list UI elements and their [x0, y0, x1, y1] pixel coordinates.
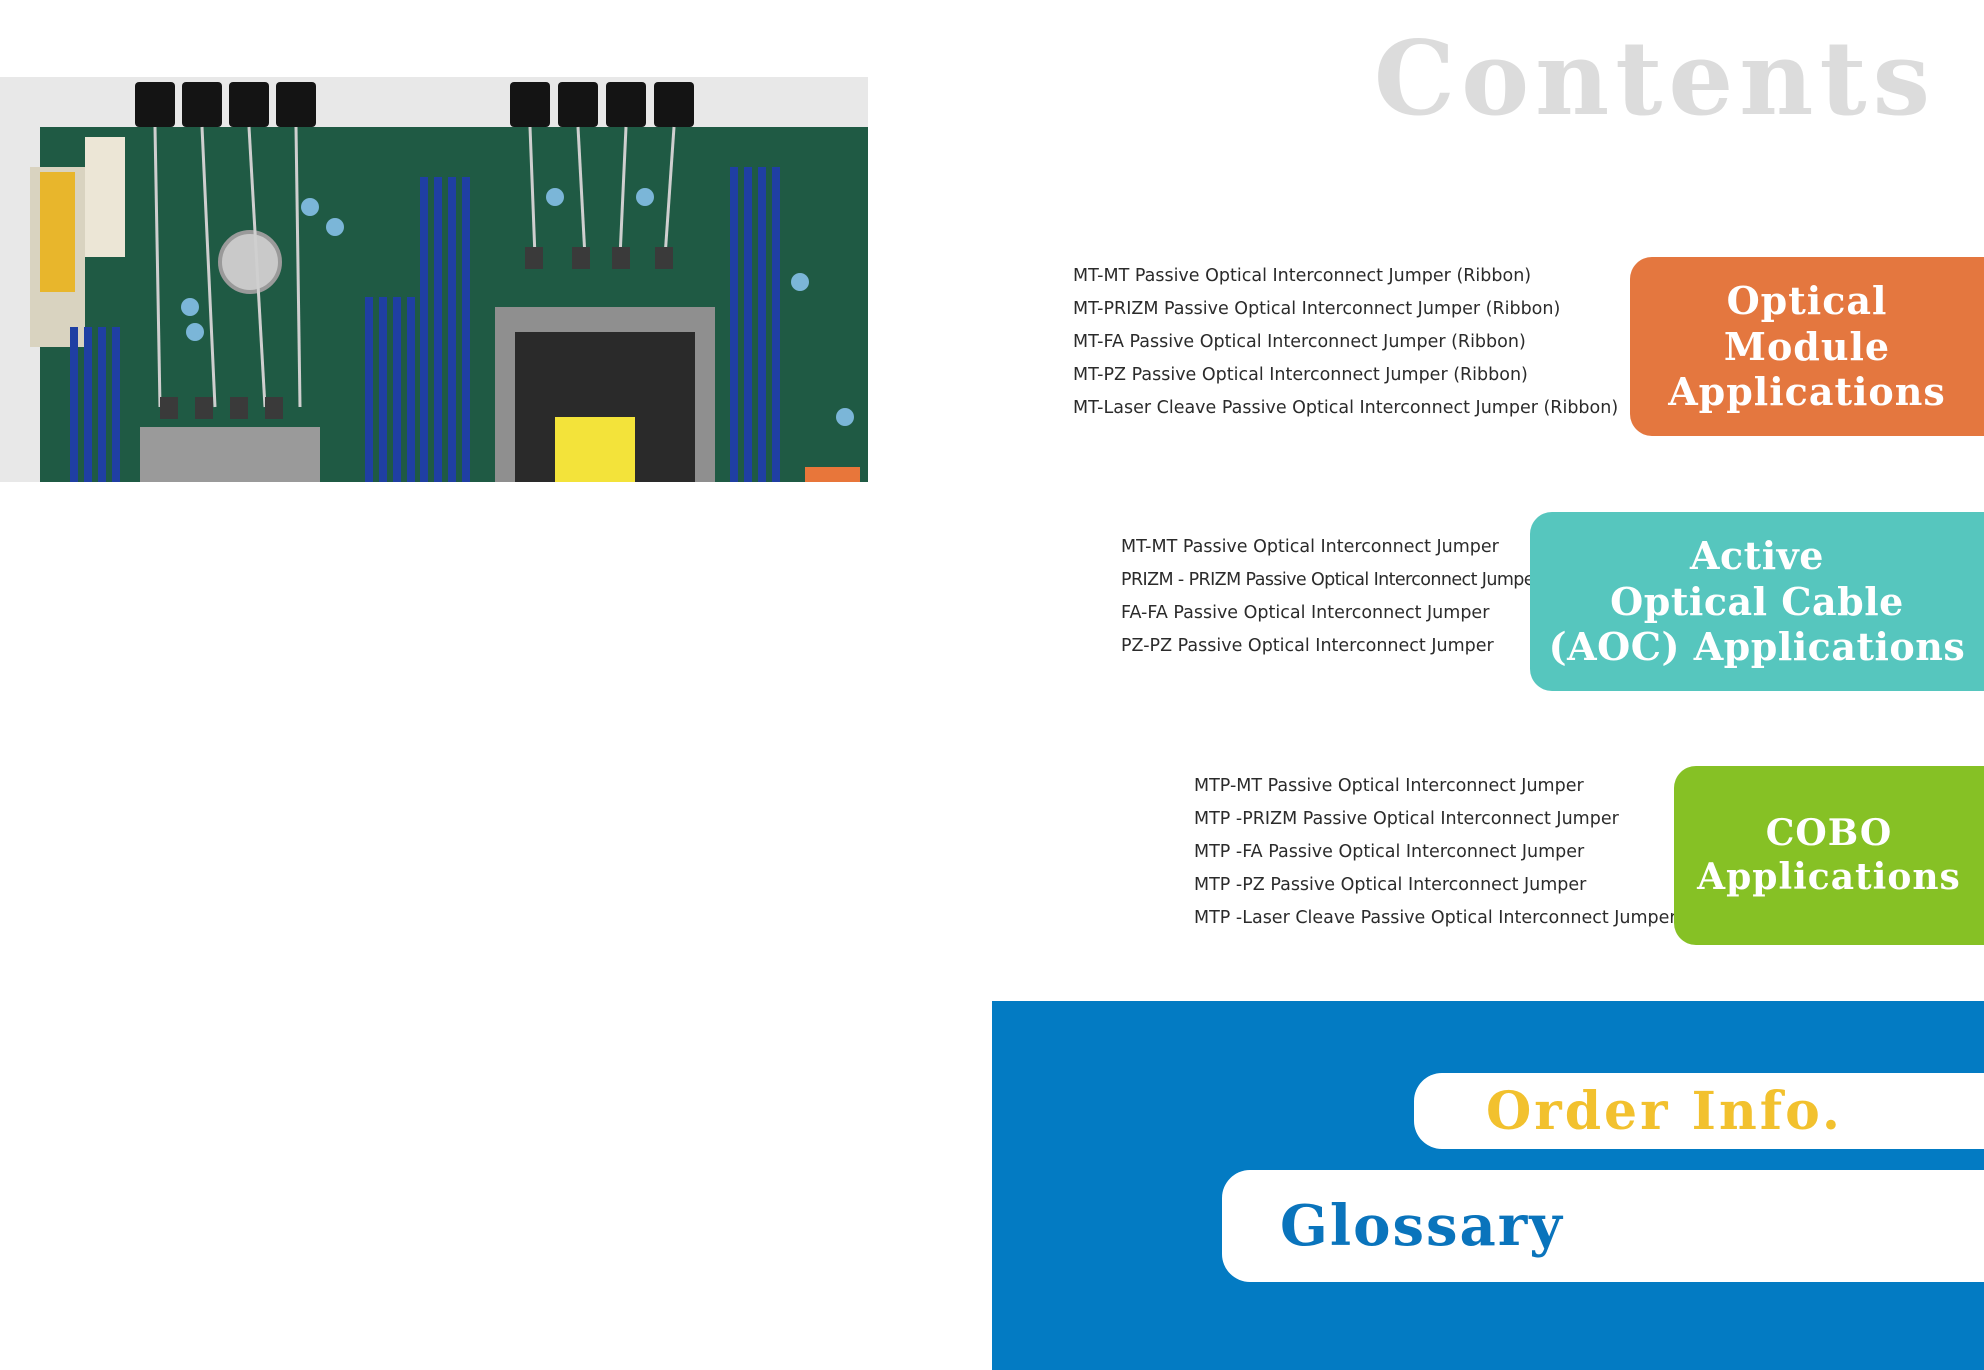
cobo-tab[interactable]: COBO Applications — [1674, 766, 1984, 945]
list-item[interactable]: MT-PRIZM Passive Optical Interconnect Ju… — [1073, 299, 1561, 319]
list-item[interactable]: MTP -PZ Passive Optical Interconnect Jum… — [1194, 875, 1587, 895]
tab-label-line: Applications — [1697, 855, 1961, 898]
list-item[interactable]: PZ-PZ Passive Optical Interconnect Jumpe… — [1121, 636, 1494, 656]
list-item[interactable]: PRIZM - PRIZM Passive Optical Interconne… — [1121, 570, 1541, 590]
tab-label-line: Active — [1690, 533, 1824, 579]
list-item[interactable]: MT-Laser Cleave Passive Optical Intercon… — [1073, 398, 1619, 418]
list-item[interactable]: FA-FA Passive Optical Interconnect Jumpe… — [1121, 603, 1490, 623]
tab-label-line: Optical — [1726, 278, 1888, 324]
glossary-label: Glossary — [1280, 1193, 1564, 1259]
cobo-list: MTP-MT Passive Optical Interconnect Jump… — [1194, 770, 1677, 935]
list-item[interactable]: MTP-MT Passive Optical Interconnect Jump… — [1194, 776, 1584, 796]
list-item[interactable]: MTP -Laser Cleave Passive Optical Interc… — [1194, 908, 1677, 928]
optical-module-tab[interactable]: Optical Module Applications — [1630, 257, 1984, 436]
tab-label-line: Applications — [1668, 369, 1946, 415]
list-item[interactable]: MT-MT Passive Optical Interconnect Jumpe… — [1121, 537, 1499, 557]
glossary-link[interactable]: Glossary — [1222, 1170, 1984, 1282]
optical-module-list: MT-MT Passive Optical Interconnect Jumpe… — [1073, 260, 1618, 425]
list-item[interactable]: MT-MT Passive Optical Interconnect Jumpe… — [1073, 266, 1532, 286]
motherboard-photo — [0, 77, 868, 482]
tab-label-line: (AOC) Applications — [1548, 624, 1966, 670]
tab-label-line: Module — [1723, 323, 1891, 369]
tab-label-line: Optical Cable — [1610, 578, 1904, 624]
motherboard-illustration — [0, 77, 868, 482]
aoc-tab[interactable]: Active Optical Cable (AOC) Applications — [1530, 512, 1984, 691]
page-title: Contents — [1373, 19, 1936, 139]
list-item[interactable]: MT-PZ Passive Optical Interconnect Jumpe… — [1073, 365, 1528, 385]
tab-label-line: COBO — [1765, 812, 1893, 855]
list-item[interactable]: MT-FA Passive Optical Interconnect Jumpe… — [1073, 332, 1526, 352]
list-item[interactable]: MTP -FA Passive Optical Interconnect Jum… — [1194, 842, 1585, 862]
aoc-list: MT-MT Passive Optical Interconnect Jumpe… — [1121, 531, 1541, 663]
list-item[interactable]: MTP -PRIZM Passive Optical Interconnect … — [1194, 809, 1619, 829]
order-info-link[interactable]: Order Info. — [1414, 1073, 1984, 1149]
order-info-label: Order Info. — [1486, 1080, 1844, 1142]
